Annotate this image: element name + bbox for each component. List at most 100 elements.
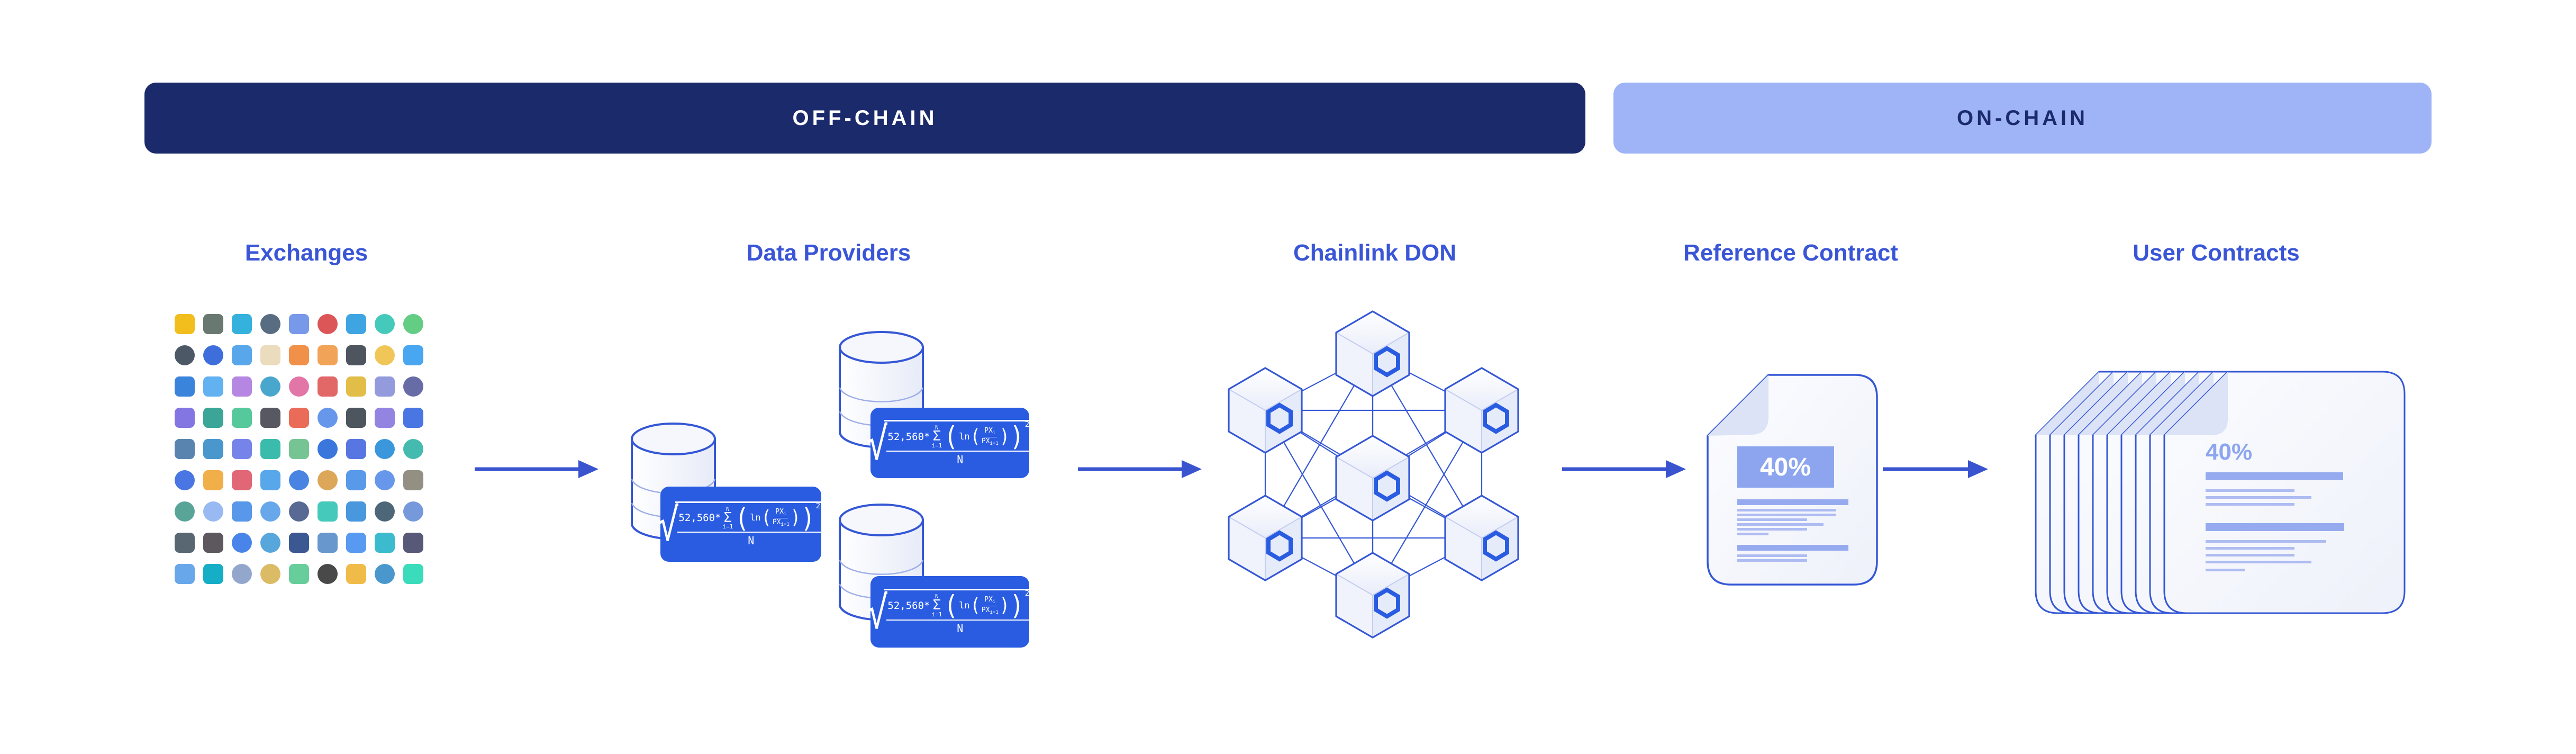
exchange-icon (289, 533, 309, 553)
exchange-icon (289, 564, 309, 584)
exchange-icon (375, 376, 395, 397)
ln-function: ln (959, 431, 970, 442)
exchange-icon (232, 501, 252, 522)
percent-badge (1737, 446, 1834, 488)
on-chain-label: ON-CHAIN (1957, 106, 2088, 130)
exchange-icon (318, 345, 338, 365)
radical-sign: √ (657, 499, 679, 551)
exchange-icon (346, 533, 366, 553)
off-chain-label: OFF-CHAIN (792, 106, 938, 130)
arrow-reference-to-user (1883, 460, 1988, 478)
formula: √ 52,560* N Σ i=1 ( ln ( PXi (864, 420, 1036, 466)
price-denominator: PXi=1 (981, 606, 999, 615)
exchange-icon (203, 439, 223, 459)
sigma-lower-bound: i=1 (931, 442, 942, 449)
reference-percent-value: 40% (1760, 453, 1811, 481)
summation: N Σ i=1 (932, 425, 942, 448)
oracle-node (1445, 368, 1518, 453)
price-ratio-fraction: PXi PXi=1 (982, 596, 999, 616)
folded-corner (1708, 375, 1768, 436)
exchange-icon (346, 345, 366, 365)
sigma-lower-bound: i=1 (931, 611, 942, 618)
sigma-sign: Σ (723, 509, 732, 526)
exchange-icon (203, 345, 223, 365)
exchange-icon (318, 501, 338, 522)
price-ratio-fraction: PXi PXi=1 (773, 508, 790, 528)
exchange-icon (318, 408, 338, 428)
exchange-icon (203, 533, 223, 553)
exponent: 2 (1024, 589, 1030, 598)
formula-numerator: 52,560* N Σ i=1 ( ln ( PXi PXi=1 (677, 501, 825, 534)
price-numerator: PXi (983, 427, 997, 437)
oracle-node (1445, 496, 1518, 580)
don-network (1193, 304, 1558, 643)
close-paren-outer: ) (801, 502, 815, 534)
exchange-icon (318, 314, 338, 334)
arrow-don-to-reference (1562, 460, 1686, 478)
oracle-node (1336, 553, 1409, 638)
exchange-icon (289, 439, 309, 459)
price-ratio-fraction: PXi PXi=1 (982, 427, 999, 447)
price-denominator: PXi=1 (981, 437, 999, 446)
exchange-icon (175, 314, 195, 334)
exchange-icon (260, 501, 280, 522)
exchange-icon (289, 408, 309, 428)
volatility-formula-card: √ 52,560* N Σ i=1 ( ln ( PXi (867, 408, 1036, 478)
exchange-icon (403, 376, 423, 397)
exchange-icon (175, 470, 195, 490)
user-contracts-stack: 40% (2035, 371, 2406, 614)
exchange-icon (289, 376, 309, 397)
exchange-icon (232, 470, 252, 490)
price-numerator: PXi (774, 508, 788, 518)
exchange-icon (175, 439, 195, 459)
exchange-icon (346, 501, 366, 522)
exchange-icon (232, 376, 252, 397)
exchange-icon (203, 470, 223, 490)
data-providers-title: Data Providers (746, 240, 911, 266)
exchange-icon (260, 408, 280, 428)
exponent: 2 (815, 501, 821, 510)
volatility-formula-card: √ 52,560* N Σ i=1 ( ln ( PXi (657, 487, 827, 562)
exchange-icon (260, 533, 280, 553)
exchange-icon (175, 533, 195, 553)
exchange-icon (403, 439, 423, 459)
exchange-icon (403, 345, 423, 365)
ln-function: ln (750, 513, 761, 523)
exchange-icon (375, 501, 395, 522)
formula-coefficient: 52,560* (887, 599, 930, 612)
sigma-upper-bound: N (935, 424, 939, 432)
exchange-icon (260, 470, 280, 490)
exchange-icon (232, 314, 252, 334)
exchange-icon (375, 564, 395, 584)
exchange-icon (232, 439, 252, 459)
formula-card-bottom-right: √ 52,560* N Σ i=1 ( ln ( PXi (867, 576, 1036, 648)
sigma-sign: Σ (932, 597, 941, 614)
oracle-node (1229, 368, 1302, 453)
sigma-upper-bound: N (726, 505, 730, 513)
formula-denominator: N (957, 453, 964, 466)
exchange-icon (318, 533, 338, 553)
exchange-icon (260, 376, 280, 397)
open-paren-outer: ( (944, 589, 959, 621)
exchange-icon (403, 470, 423, 490)
open-paren-inner: ( (970, 594, 981, 616)
exchange-icon (203, 408, 223, 428)
exchange-icon (346, 564, 366, 584)
exchanges-title: Exchanges (244, 240, 368, 266)
on-chain-banner: ON-CHAIN (1613, 83, 2432, 154)
open-paren-inner: ( (761, 506, 772, 529)
formula: √ 52,560* N Σ i=1 ( ln ( PXi (864, 589, 1036, 635)
formula-denominator: N (957, 622, 964, 635)
exchange-icon (260, 564, 280, 584)
open-paren-inner: ( (970, 425, 981, 447)
don-oracle-nodes (1229, 311, 1518, 638)
formula-denominator: N (748, 534, 755, 547)
exchange-icon (403, 408, 423, 428)
off-chain-banner: OFF-CHAIN (144, 83, 1585, 154)
oracle-node (1336, 311, 1409, 396)
formula-card-left: √ 52,560* N Σ i=1 ( ln ( PXi (657, 487, 827, 562)
radicand: 52,560* N Σ i=1 ( ln ( PXi PXi=1 (675, 501, 827, 547)
exchange-icon (175, 564, 195, 584)
exchange-icon (375, 345, 395, 365)
exchange-icon (289, 470, 309, 490)
